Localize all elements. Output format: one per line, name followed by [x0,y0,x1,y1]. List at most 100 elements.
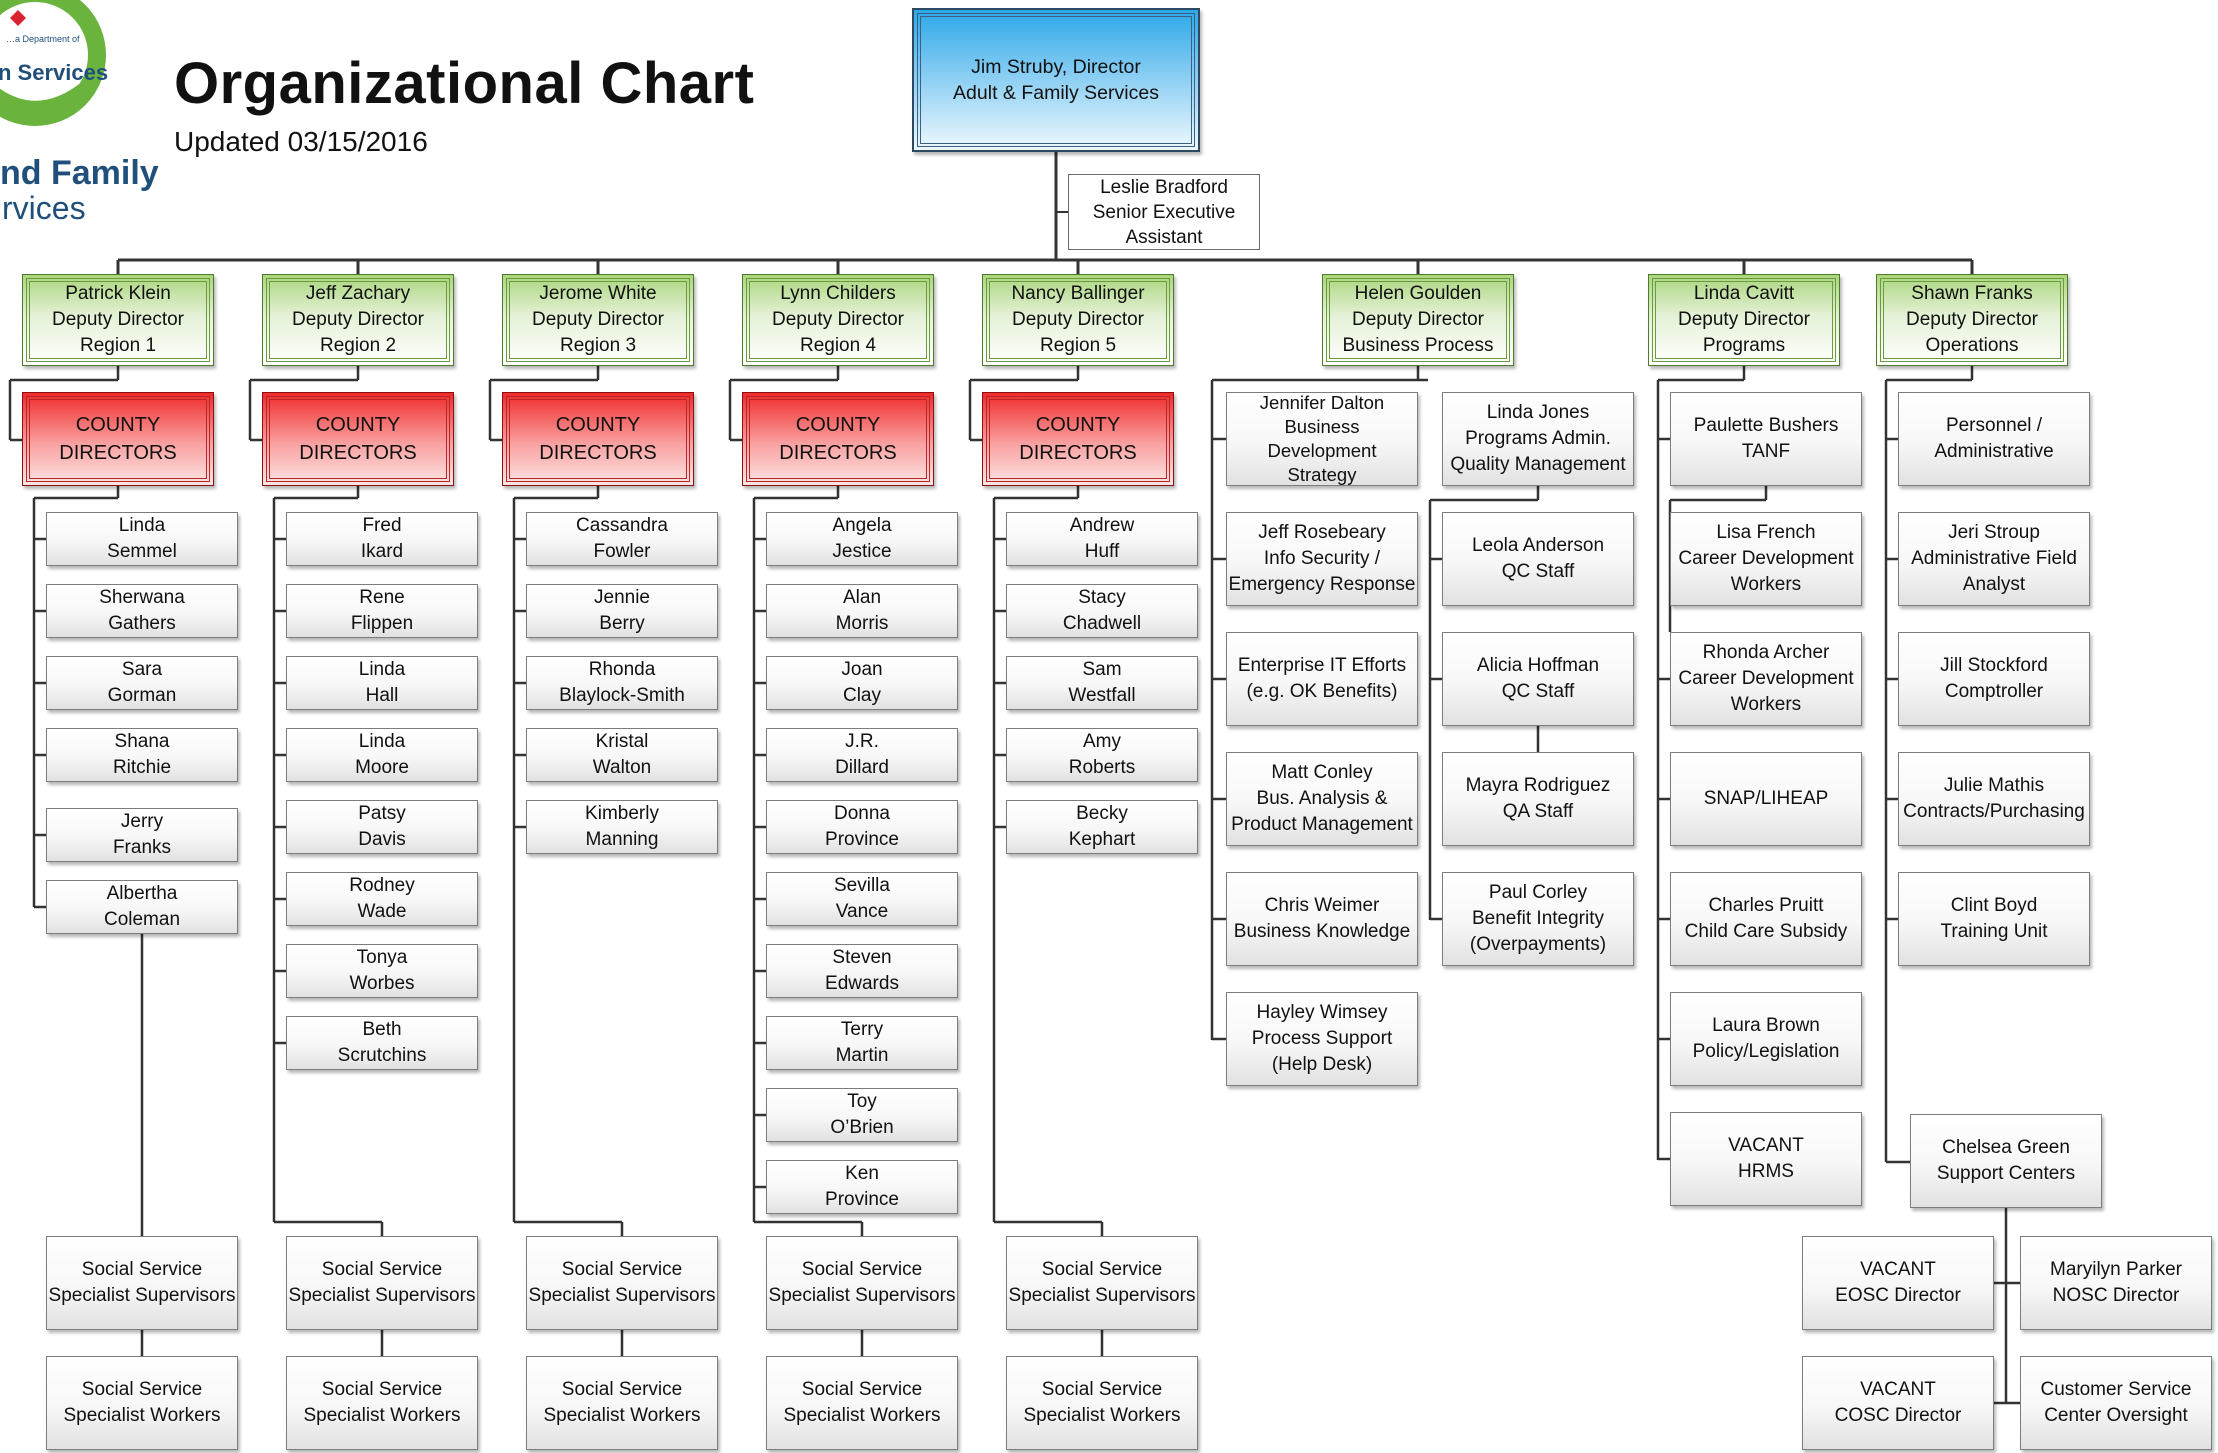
operations-deputy-box[interactable]: Shawn Franks Deputy Director Operations [1876,274,2068,366]
operations-item-box-line: Jill Stockford [1940,655,2048,676]
programs-item-box[interactable]: SNAP/LIHEAP [1670,752,1862,846]
region-deputy-name: Jerome White [539,283,657,304]
business-item-box[interactable]: Enterprise IT Efforts(e.g. OK Benefits) [1226,632,1418,726]
business-item-box-line: Product Management [1231,814,1413,835]
region-4-staff-box[interactable]: J.R.Dillard [766,728,958,782]
region-deputy-sub: Region 4 [799,335,877,356]
assistant-box[interactable]: Leslie Bradford Senior Executive Assista… [1068,174,1260,250]
business-item-box-line: Chris Weimer [1264,895,1380,916]
programs-item-box-line: Child Care Subsidy [1684,921,1848,942]
programs-deputy-box[interactable]: Linda Cavitt Deputy Director Programs [1648,274,1840,366]
quality-staff-box-line: QA Staff [1502,801,1574,822]
programs-item-box-line: Laura Brown [1712,1015,1820,1036]
region-2-staff-box-line: Rodney [349,875,415,896]
region-deputy-name: Nancy Ballinger [1011,283,1145,304]
business-deputy-box[interactable]: Helen Goulden Deputy Director Business P… [1322,274,1514,366]
region-2-staff-box-line: Rene [359,587,405,608]
region-4-workers-box-line: Specialist Workers [783,1405,941,1426]
region-4-supervisors-box-line: Social Service [801,1259,923,1280]
director-box[interactable]: Jim Struby, Director Adult & Family Serv… [912,8,1200,152]
operations-item-box[interactable]: Personnel /Administrative [1898,392,2090,486]
